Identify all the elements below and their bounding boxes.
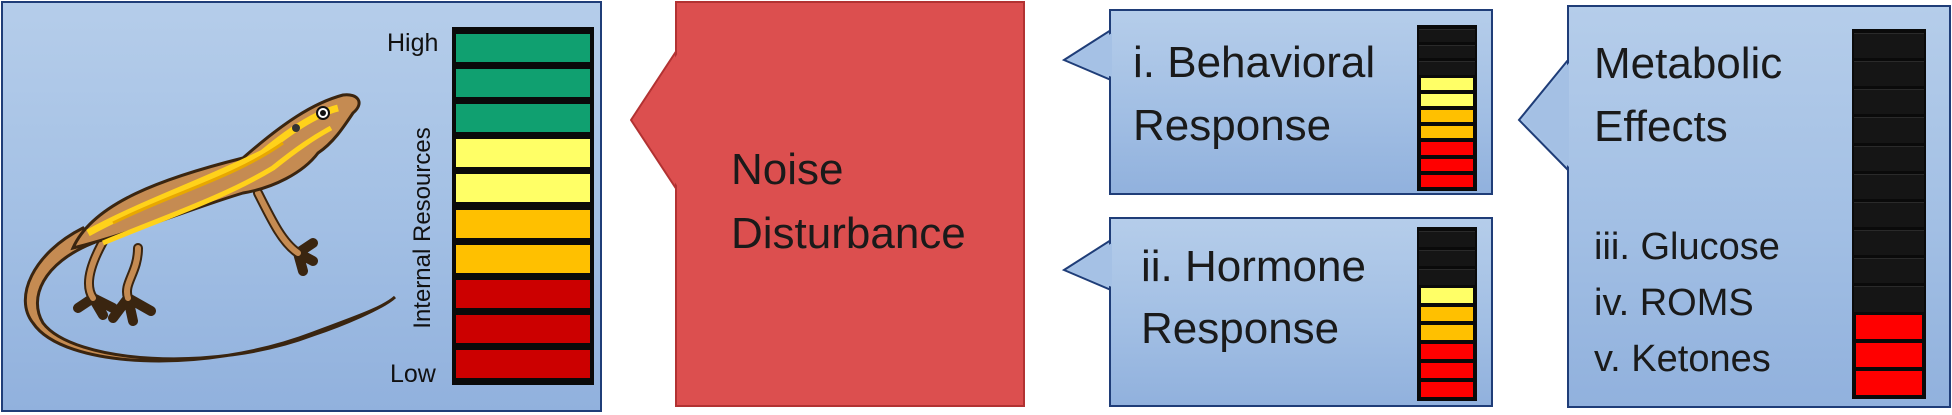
meter-segment: [456, 244, 590, 273]
metabolic-effects-box: Metabolic Effects iii. Glucose iv. ROMS …: [1567, 5, 1951, 408]
hormone-callout-pointer-fill: [1068, 243, 1112, 287]
meter-segment: [1854, 89, 1924, 115]
scale-high-label: High: [387, 29, 439, 57]
internal-resources-axis-label: Internal Resources: [409, 127, 436, 329]
meter-segment: [1854, 286, 1924, 312]
noise-callout-pointer-fill: [634, 53, 678, 187]
internal-resources-meter: [452, 27, 594, 385]
meter-segment: [1856, 314, 1922, 339]
meter-segment: [1421, 325, 1473, 341]
meter-segment: [1854, 61, 1924, 87]
meter-segment: [1421, 93, 1473, 106]
metabolic-item-ketones: v. Ketones: [1594, 338, 1771, 380]
meter-segment: [1421, 174, 1473, 187]
meter-segment: [1421, 306, 1473, 322]
meter-segment: [1854, 117, 1924, 143]
meter-segment: [456, 279, 590, 308]
behavioral-response-box: i. Behavioral Response: [1109, 9, 1493, 195]
noise-label-line1: Noise: [731, 145, 844, 194]
meter-segment: [456, 314, 590, 343]
meter-segment: [1854, 201, 1924, 228]
meter-segment: [1419, 249, 1475, 266]
meter-segment: [1421, 363, 1473, 379]
meter-segment: [1419, 61, 1475, 75]
metabolic-effects-meter: [1852, 29, 1926, 399]
noise-label-line2: Disturbance: [731, 209, 966, 258]
meter-segment: [1421, 142, 1473, 155]
metabolic-item-glucose: iii. Glucose: [1594, 226, 1780, 268]
meter-segment: [456, 174, 590, 203]
meter-segment: [1854, 145, 1924, 171]
meter-segment: [1854, 33, 1924, 59]
metabolic-item-roms: iv. ROMS: [1594, 282, 1754, 324]
meter-segment: [1421, 382, 1473, 397]
meter-segment: [1421, 77, 1473, 90]
meter-segment: [1856, 342, 1922, 367]
hormone-response-box: ii. Hormone Response: [1109, 217, 1493, 407]
lizard-panel: High Low Internal Resources: [1, 1, 602, 412]
lizard-illustration: [23, 93, 397, 363]
meter-segment: [456, 349, 590, 378]
scale-low-label: Low: [390, 360, 436, 388]
meter-segment: [1856, 370, 1922, 395]
behavioral-label-line1: i. Behavioral: [1133, 38, 1376, 87]
meter-segment: [1419, 268, 1475, 285]
metabolic-label-line1: Metabolic: [1594, 39, 1783, 88]
behavioral-callout-pointer-fill: [1068, 33, 1112, 77]
hormone-label-line2: Response: [1141, 304, 1340, 353]
metabolic-callout-pointer-fill: [1523, 63, 1569, 167]
meter-segment: [456, 69, 590, 98]
meter-segment: [1421, 126, 1473, 139]
meter-segment: [1421, 158, 1473, 171]
metabolic-label-line2: Effects: [1594, 102, 1728, 151]
meter-segment: [1421, 344, 1473, 360]
meter-segment: [1421, 287, 1473, 303]
meter-segment: [1854, 230, 1924, 256]
meter-segment: [456, 34, 590, 63]
noise-disturbance-box: [675, 1, 1025, 407]
meter-segment: [456, 104, 590, 133]
meter-segment: [1419, 29, 1475, 43]
behavioral-label-line2: Response: [1133, 101, 1332, 150]
hormone-response-meter: [1417, 227, 1477, 401]
behavioral-response-meter: [1417, 25, 1477, 191]
meter-segment: [1854, 258, 1924, 284]
hormone-label-line1: ii. Hormone: [1141, 242, 1366, 291]
meter-segment: [456, 139, 590, 168]
meter-segment: [1419, 231, 1475, 247]
meter-segment: [1421, 110, 1473, 123]
meter-segment: [456, 209, 590, 238]
meter-segment: [1854, 173, 1924, 199]
meter-segment: [1419, 45, 1475, 59]
